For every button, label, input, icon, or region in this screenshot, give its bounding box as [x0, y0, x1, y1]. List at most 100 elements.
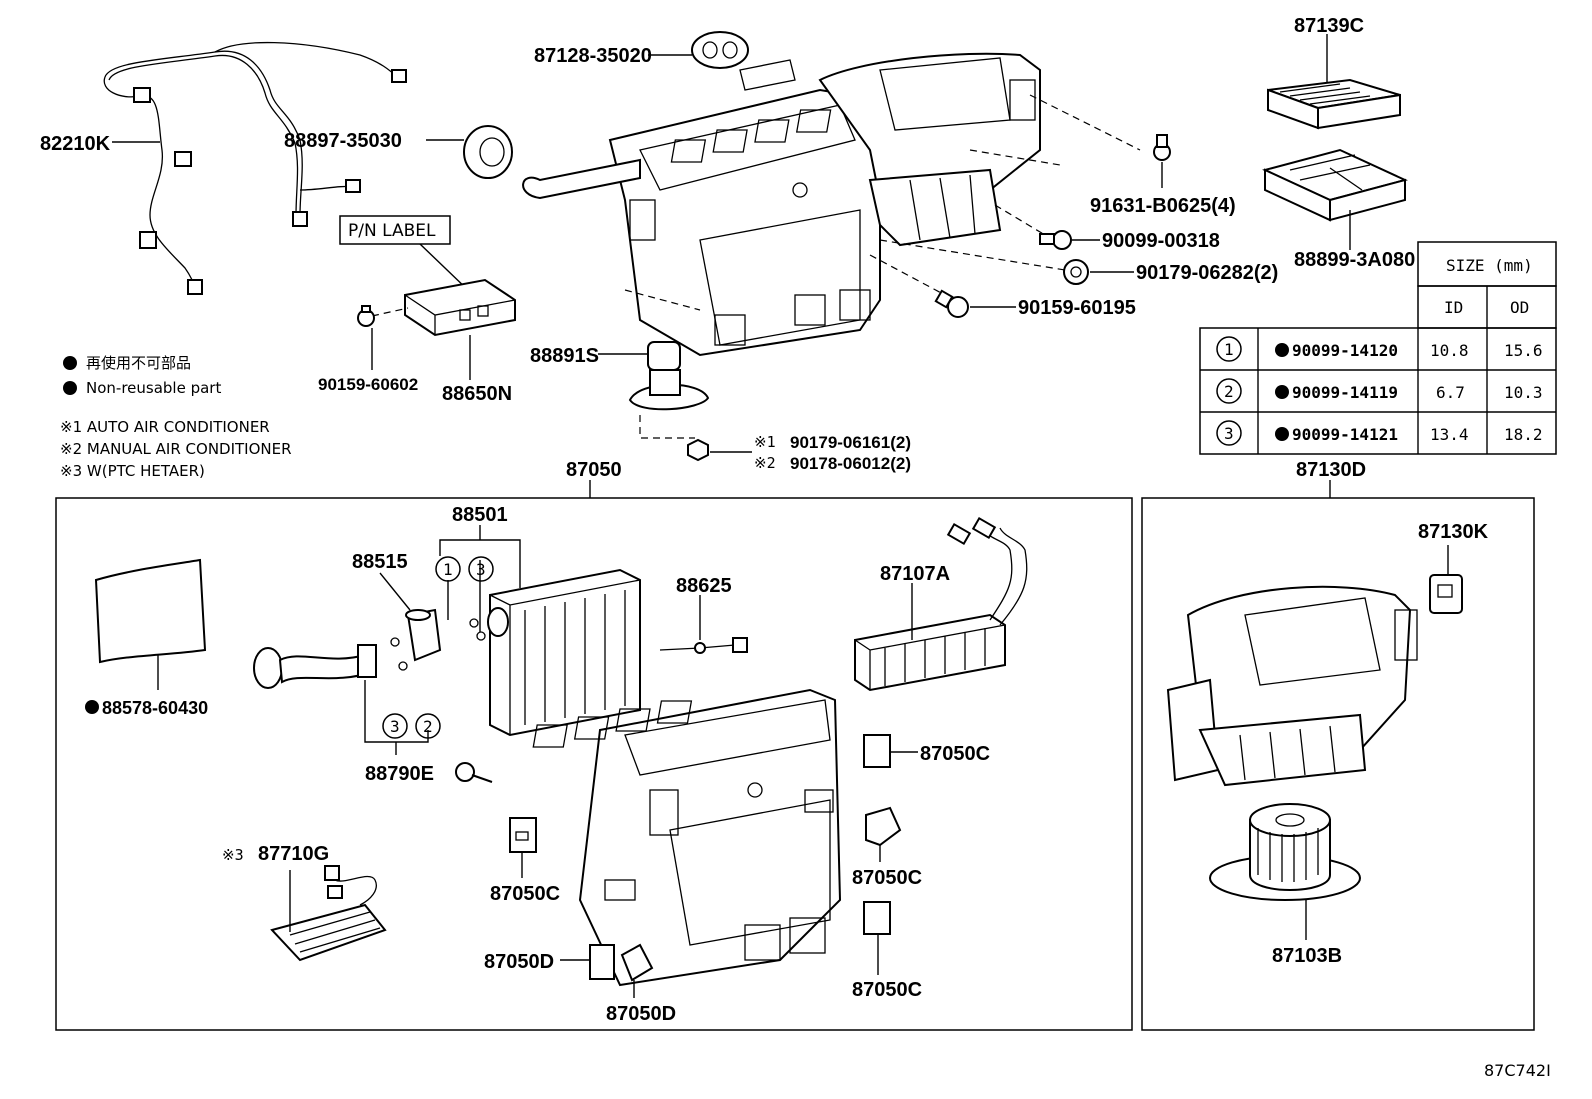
assembly-87130D-box — [1141, 497, 1535, 1031]
label-87130K: 87130K — [1418, 521, 1489, 543]
label-88625: 88625 — [676, 575, 732, 597]
mark-1-top: ※1 — [754, 433, 776, 451]
size-row-2-part: 90099-14119 — [1292, 383, 1398, 402]
label-88897-35030: 88897-35030 — [284, 130, 402, 152]
ptc-heater-87710G[interactable] — [270, 865, 387, 962]
assembly-87050-box — [55, 497, 1133, 1031]
label-87050C-a: 87050C — [920, 743, 990, 765]
bolt-90099-00318[interactable] — [1039, 230, 1072, 250]
ref-1-88501: 1 — [443, 560, 453, 579]
size-table: SIZE (mm) ID OD 1 90099-14120 10.8 15.6 … — [1199, 241, 1557, 455]
label-87050D-b: 87050D — [606, 1003, 676, 1025]
hvac-unit-main[interactable] — [522, 52, 1041, 357]
legend-jp: 再使用不可部品 — [86, 354, 191, 372]
expansion-valve-88515[interactable] — [390, 608, 442, 671]
blower-case-87130D[interactable] — [1166, 585, 1418, 787]
legend-dot-en — [63, 381, 77, 395]
pn-label-text: P/N LABEL — [348, 221, 436, 241]
size-ref-3-88501 — [468, 556, 494, 582]
note-auto-ac: ※1 AUTO AIR CONDITIONER — [60, 418, 270, 436]
blower-motor-87103B[interactable] — [1209, 803, 1361, 901]
actuator-88891S[interactable] — [628, 341, 710, 411]
size-row-1-no: 1 — [1224, 340, 1234, 359]
label-90099-00318: 90099-00318 — [1102, 230, 1220, 252]
part-87050C-b[interactable] — [509, 817, 537, 853]
label-87107A: 87107A — [880, 563, 950, 585]
size-row-1-od: 15.6 — [1504, 341, 1543, 360]
label-88515: 88515 — [352, 551, 408, 573]
size-row-1-part: 90099-14120 — [1292, 341, 1398, 360]
label-87139C: 87139C — [1294, 15, 1364, 37]
size-row-2-od: 10.3 — [1504, 383, 1543, 402]
screw-91631[interactable] — [1153, 134, 1171, 161]
filter-87139C[interactable] — [1267, 78, 1401, 130]
label-88650N: 88650N — [442, 383, 512, 405]
label-87050: 87050 — [566, 459, 622, 481]
legend-dot-jp — [63, 356, 77, 370]
hvac-case-87050[interactable] — [532, 688, 842, 987]
size-row-1-id: 10.8 — [1430, 341, 1469, 360]
label-90179-06282: 90179-06282(2) — [1136, 262, 1278, 284]
screw-90159-60602[interactable] — [357, 305, 375, 327]
size-row-2-id: 6.7 — [1436, 383, 1465, 402]
actuator-87130K[interactable] — [1429, 574, 1463, 614]
label-88899-3A080: 88899-3A080 — [1294, 249, 1415, 271]
pipe-88790E[interactable] — [253, 644, 377, 689]
size-table-col-od: OD — [1510, 298, 1529, 317]
label-87050C-d: 87050C — [852, 979, 922, 1001]
size-row-3-od: 18.2 — [1504, 425, 1543, 444]
size-ref-1-88501 — [435, 556, 461, 582]
nut-90179-06282[interactable] — [1063, 259, 1089, 285]
screw-case[interactable] — [455, 762, 493, 783]
label-87130D: 87130D — [1296, 459, 1366, 481]
heater-core-87107A[interactable] — [854, 516, 1028, 692]
note-manual-ac: ※2 MANUAL AIR CONDITIONER — [60, 440, 292, 458]
ref-3-88501: 3 — [476, 560, 486, 579]
evaporator-88501[interactable] — [487, 568, 641, 737]
label-87050D-a: 87050D — [484, 951, 554, 973]
label-91631-B0625: 91631-B0625(4) — [1090, 195, 1236, 217]
label-87103B: 87103B — [1272, 945, 1342, 967]
ref-2-88790E: 2 — [423, 717, 433, 736]
grommet-87128[interactable] — [691, 31, 749, 69]
part-87050C-c[interactable] — [865, 806, 902, 847]
note-ptc-heater: ※3 W(PTC HETAER) — [60, 462, 205, 480]
label-90159-60195: 90159-60195 — [1018, 297, 1136, 319]
part-87050D-a[interactable] — [589, 944, 615, 980]
size-row-3-id: 13.4 — [1430, 425, 1469, 444]
label-87710G: 87710G — [258, 843, 329, 865]
amplifier-88650N[interactable] — [404, 278, 516, 337]
part-87050C-d[interactable] — [863, 901, 891, 935]
label-82210K: 82210K — [40, 133, 111, 155]
legend-en: Non-reusable part — [86, 379, 221, 397]
sensor-88625[interactable] — [659, 637, 748, 654]
nut-90179-06161[interactable] — [687, 438, 709, 462]
diagram-code: 87C742I — [1484, 1061, 1551, 1080]
label-88790E: 88790E — [365, 763, 434, 785]
label-87128-35020: 87128-35020 — [534, 45, 652, 67]
label-87050C-b: 87050C — [490, 883, 560, 905]
size-row-3-part: 90099-14121 — [1292, 425, 1398, 444]
pad-88578[interactable] — [94, 558, 207, 664]
part-87050D-b[interactable] — [620, 943, 654, 982]
label-90179-06161: 90179-06161(2) — [790, 433, 911, 452]
label-88501: 88501 — [452, 504, 508, 526]
label-90159-60602: 90159-60602 — [318, 375, 418, 394]
label-90178-06012: 90178-06012(2) — [790, 454, 911, 473]
mark-2-top: ※2 — [754, 454, 776, 472]
size-ref-2-88790E — [415, 713, 441, 739]
mark-3-87710G: ※3 — [222, 846, 244, 864]
filter-frame-88899[interactable] — [1262, 148, 1408, 222]
label-88578-60430: 88578-60430 — [102, 698, 208, 718]
size-row-3-no: 3 — [1224, 424, 1234, 443]
ref-3-88790E: 3 — [390, 717, 400, 736]
size-table-title: SIZE (mm) — [1446, 256, 1533, 275]
seal-88897[interactable] — [463, 125, 513, 179]
wire-harness-82210K[interactable] — [103, 41, 407, 295]
part-87050C-a[interactable] — [863, 734, 891, 768]
nonreuse-dot-88578 — [85, 700, 99, 714]
bolt-90159-60195[interactable] — [934, 289, 969, 318]
label-87050C-c: 87050C — [852, 867, 922, 889]
label-88891S: 88891S — [530, 345, 599, 367]
